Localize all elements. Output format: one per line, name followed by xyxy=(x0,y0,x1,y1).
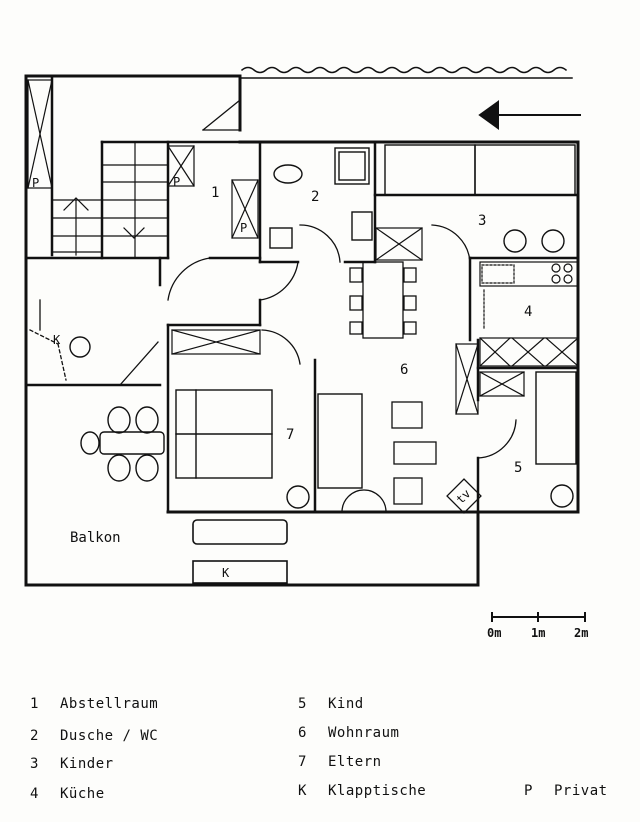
legend-text: Privat xyxy=(554,783,608,799)
legend-item-2: 2 Dusche / WC xyxy=(30,728,158,744)
legend-text: Klapptische xyxy=(328,783,427,799)
stairs xyxy=(51,141,169,259)
room-number-7: 7 xyxy=(286,427,294,443)
private-marker-room1: P xyxy=(240,221,247,235)
legend-key: 4 xyxy=(30,786,39,802)
legend-text: Abstellraum xyxy=(60,696,159,712)
legend-item-3: 3 Kinder xyxy=(30,756,114,772)
legend-item-6: 6 Wohnraum xyxy=(298,725,399,741)
legend-key: K xyxy=(298,783,307,799)
room-labels: 1 2 3 4 5 6 7 Balkon P P P K K tv xyxy=(32,175,532,580)
floor-plan: 1 2 3 4 5 6 7 Balkon P P P K K tv 0m 1m … xyxy=(24,66,588,640)
beds xyxy=(175,144,577,489)
legend-key: P xyxy=(524,783,533,799)
folding-table-marker-left: K xyxy=(53,333,61,347)
round-stools xyxy=(69,229,574,509)
private-marker-cabinet: P xyxy=(173,175,180,189)
room-number-5: 5 xyxy=(514,460,522,476)
legend-item-1: 1 Abstellraum xyxy=(30,696,158,712)
outer-walls xyxy=(24,74,580,587)
dining-set xyxy=(349,261,417,339)
garden-hedge xyxy=(240,66,573,79)
legend-text: Kinder xyxy=(60,756,114,772)
legend-item-5: 5 Kind xyxy=(298,696,364,712)
folding-table-marker-balcony: K xyxy=(222,566,230,580)
legend-item-p: P Privat xyxy=(524,783,608,799)
scale-label-1: 1m xyxy=(531,626,545,640)
room-number-6: 6 xyxy=(400,362,408,378)
legend-key: 6 xyxy=(298,725,307,741)
scale-label-2: 2m xyxy=(574,626,588,640)
private-marker-stairs: P xyxy=(32,176,39,190)
legend-key: 2 xyxy=(30,728,39,744)
balcony-table xyxy=(80,406,165,482)
legend-item-7: 7 Eltern xyxy=(298,754,382,770)
room-number-3: 3 xyxy=(478,213,486,229)
legend-key: 3 xyxy=(30,756,39,772)
entrance-arrow xyxy=(478,100,581,130)
legend-text: Küche xyxy=(60,786,105,802)
room-number-2: 2 xyxy=(311,189,319,205)
legend-text: Dusche / WC xyxy=(60,728,159,744)
kitchen-counter xyxy=(479,261,579,331)
legend-text: Eltern xyxy=(328,754,382,770)
tv-symbol xyxy=(446,478,482,514)
room-number-1: 1 xyxy=(211,185,219,201)
cabinets xyxy=(27,79,579,415)
door-swings xyxy=(29,99,517,513)
scale-bar xyxy=(491,612,586,622)
legend-key: 7 xyxy=(298,754,307,770)
legend-key: 1 xyxy=(30,696,39,712)
balcony-label: Balkon xyxy=(70,530,121,546)
legend-text: Kind xyxy=(328,696,364,712)
living-furniture xyxy=(391,401,437,505)
balcony-boxes xyxy=(192,519,288,584)
legend: 1 Abstellraum 2 Dusche / WC 3 Kinder 4 Küche… xyxy=(0,680,640,822)
legend-key: 5 xyxy=(298,696,307,712)
bathroom-fixtures xyxy=(269,147,373,249)
scale-label-0: 0m xyxy=(487,626,501,640)
legend-text: Wohnraum xyxy=(328,725,400,741)
legend-item-4: 4 Küche xyxy=(30,786,105,802)
tv-label: tv xyxy=(453,486,473,506)
room-number-4: 4 xyxy=(524,304,532,320)
legend-item-k: K Klapptische xyxy=(298,783,426,799)
